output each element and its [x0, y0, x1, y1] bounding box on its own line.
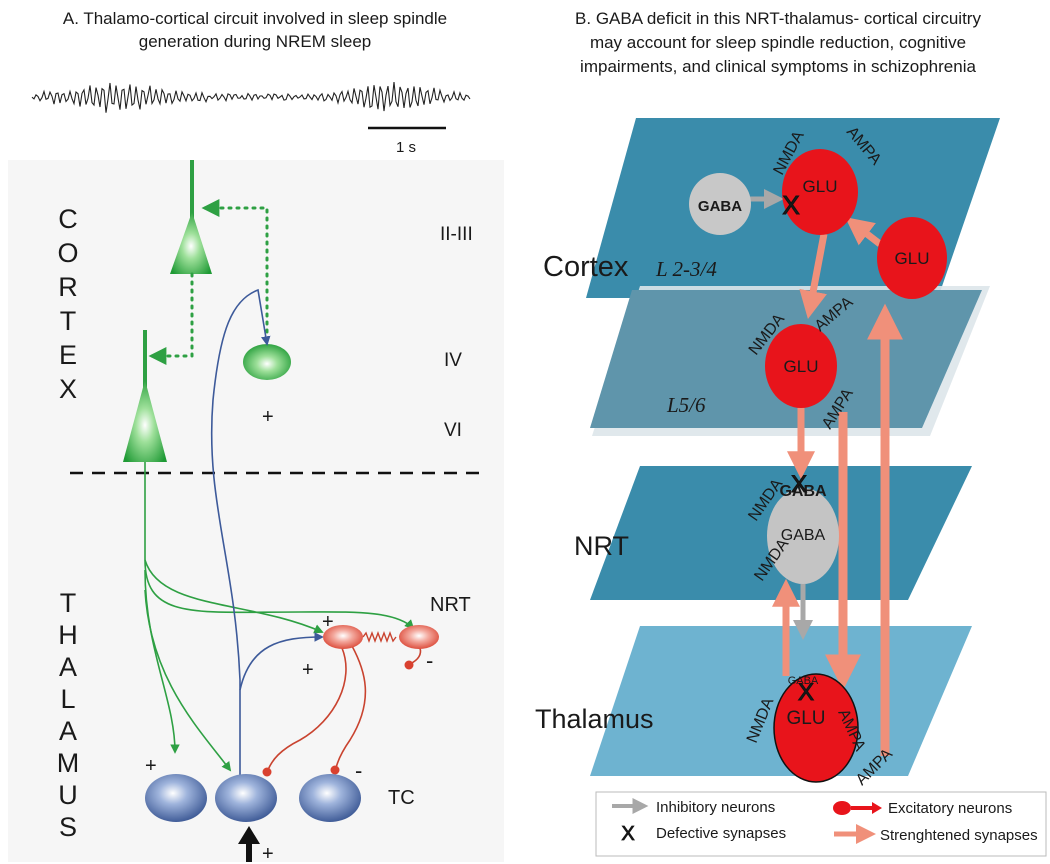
tc-label: TC [388, 787, 415, 809]
panel-a-title-line2: generation during NREM sleep [139, 32, 371, 51]
excitatory-arrow-to-l23 [845, 217, 883, 247]
gaba-neuron-nrt-top-label: GABA [779, 483, 827, 500]
layer-label-ii-iii: II-III [440, 224, 473, 245]
layer-label-upper: L 2-3/4 [655, 257, 717, 281]
level-label-nrt: NRT [574, 531, 629, 561]
legend-excitatory-arrowhead [872, 802, 882, 814]
layer-label-iv: IV [444, 350, 462, 371]
cortex-letter: O [57, 238, 78, 268]
gaba-synapse-thalamus-label: GABA [788, 675, 819, 687]
cortex-letter: E [59, 340, 77, 370]
gaba-neuron-nrt-label: GABA [781, 527, 826, 544]
defect-mark-thalamus: X [798, 679, 814, 706]
excitatory-arrow-l23-to-l56 [799, 233, 828, 320]
nrt-inhibitory-axon-to-tc-right [335, 645, 367, 769]
legend-inhibitory-label: Inhibitory neurons [656, 799, 775, 816]
panel-b-title-line2: may account for sleep spindle reduction,… [590, 33, 966, 52]
nrt-inhibitory-axon-to-tc-middle [267, 647, 347, 771]
panel-a: A. Thalamo-cortical circuit involved in … [8, 9, 504, 864]
legend-strengthened-label: Strenghtened synapses [880, 827, 1038, 844]
nrt-neuron-left [323, 625, 363, 649]
input-arrow [238, 826, 260, 862]
thalamus-letter: M [57, 748, 80, 778]
cortex-letter: X [59, 374, 77, 404]
legend-excitatory-label: Excitatory neurons [888, 800, 1012, 817]
tc-collateral-to-nrt [239, 632, 324, 691]
legend-defective-label: Defective synapses [656, 825, 786, 842]
pyramidal-neuron-lower [123, 330, 167, 462]
cortex-letter: R [58, 272, 78, 302]
nrt-coupling [362, 631, 397, 643]
inhibitory-synapse [262, 767, 272, 777]
thalamus-letter: H [58, 620, 78, 650]
sign-minus: - [355, 758, 362, 783]
thalamus-label: T H A L A M U S [57, 588, 80, 842]
thalamus-letter: U [58, 780, 78, 810]
glu-neuron-thalamus [773, 673, 859, 783]
sign-minus: - [426, 648, 433, 673]
inhibitory-synapse [404, 660, 414, 670]
sign-plus: + [145, 755, 157, 777]
cortex-letter: T [60, 306, 77, 336]
nrt-neuron-right [399, 625, 439, 649]
glu-neuron-l23 [782, 149, 858, 235]
legend-box [595, 791, 1047, 857]
inhibitory-synapse [330, 765, 340, 775]
tc-neuron-left [145, 774, 207, 822]
defect-mark-nrt: X [791, 471, 807, 498]
thalamus-letter: S [59, 812, 77, 842]
gaba-neuron-cortex [689, 173, 751, 235]
panel-a-title-line1: A. Thalamo-cortical circuit involved in … [63, 9, 447, 28]
sign-plus: + [262, 406, 274, 428]
dotted-connection-iv-to-ii [201, 199, 269, 350]
stellate-neuron-iv [243, 344, 291, 380]
thalamus-letter: A [59, 652, 77, 682]
defect-mark-cortex: X [782, 190, 799, 220]
corticothalamic-axon-to-nrt [144, 462, 415, 630]
tc-neuron-middle [215, 774, 277, 822]
level-label-thalamus: Thalamus [535, 704, 654, 734]
corticothalamic-axon-to-tc-middle [144, 589, 232, 772]
sign-plus: + [322, 611, 334, 633]
thalamocortical-axon [210, 288, 271, 780]
sign-plus: + [302, 659, 314, 681]
glu-neuron-l56 [765, 324, 837, 408]
eeg-trace [31, 81, 471, 113]
cortex-label: C O R T E X [57, 204, 78, 404]
glu-neuron-cortex-right-label: GLU [895, 249, 930, 268]
panel-b-title-line1: B. GABA deficit in this NRT-thalamus- co… [575, 9, 981, 28]
gaba-neuron-nrt [767, 488, 839, 584]
scale-bar-label: 1 s [396, 139, 416, 156]
glu-neuron-cortex-right [877, 217, 947, 299]
legend: Inhibitory neurons X Defective synapses … [595, 791, 1047, 857]
panel-b-title-line3: impairments, and clinical symptoms in sc… [580, 57, 976, 76]
pyramidal-neuron-upper [170, 160, 212, 274]
sign-plus: + [262, 843, 274, 864]
thalamus-letter: T [60, 588, 77, 618]
layer-label-vi: VI [444, 420, 462, 441]
thalamus-letter: A [59, 716, 77, 746]
nrt-label: NRT [430, 594, 471, 616]
legend-defective-swatch: X [621, 823, 634, 845]
cortex-letter: C [58, 204, 78, 234]
circuit-background [8, 160, 504, 862]
legend-excitatory-swatch [833, 801, 851, 815]
glu-neuron-l23-label: GLU [803, 177, 838, 196]
corticothalamic-axon-to-nrt-left [144, 559, 324, 634]
dotted-connection-ii-to-vi [148, 272, 194, 365]
tc-neuron-right [299, 774, 361, 822]
gaba-neuron-cortex-label: GABA [698, 198, 742, 215]
level-label-cortex: Cortex [543, 251, 629, 283]
panel-b: B. GABA deficit in this NRT-thalamus- co… [535, 9, 1047, 857]
layer-label-lower: L5/6 [666, 393, 706, 417]
glu-neuron-thalamus-label: GLU [786, 708, 825, 729]
thalamus-letter: L [60, 684, 75, 714]
glu-neuron-l56-label: GLU [784, 357, 819, 376]
